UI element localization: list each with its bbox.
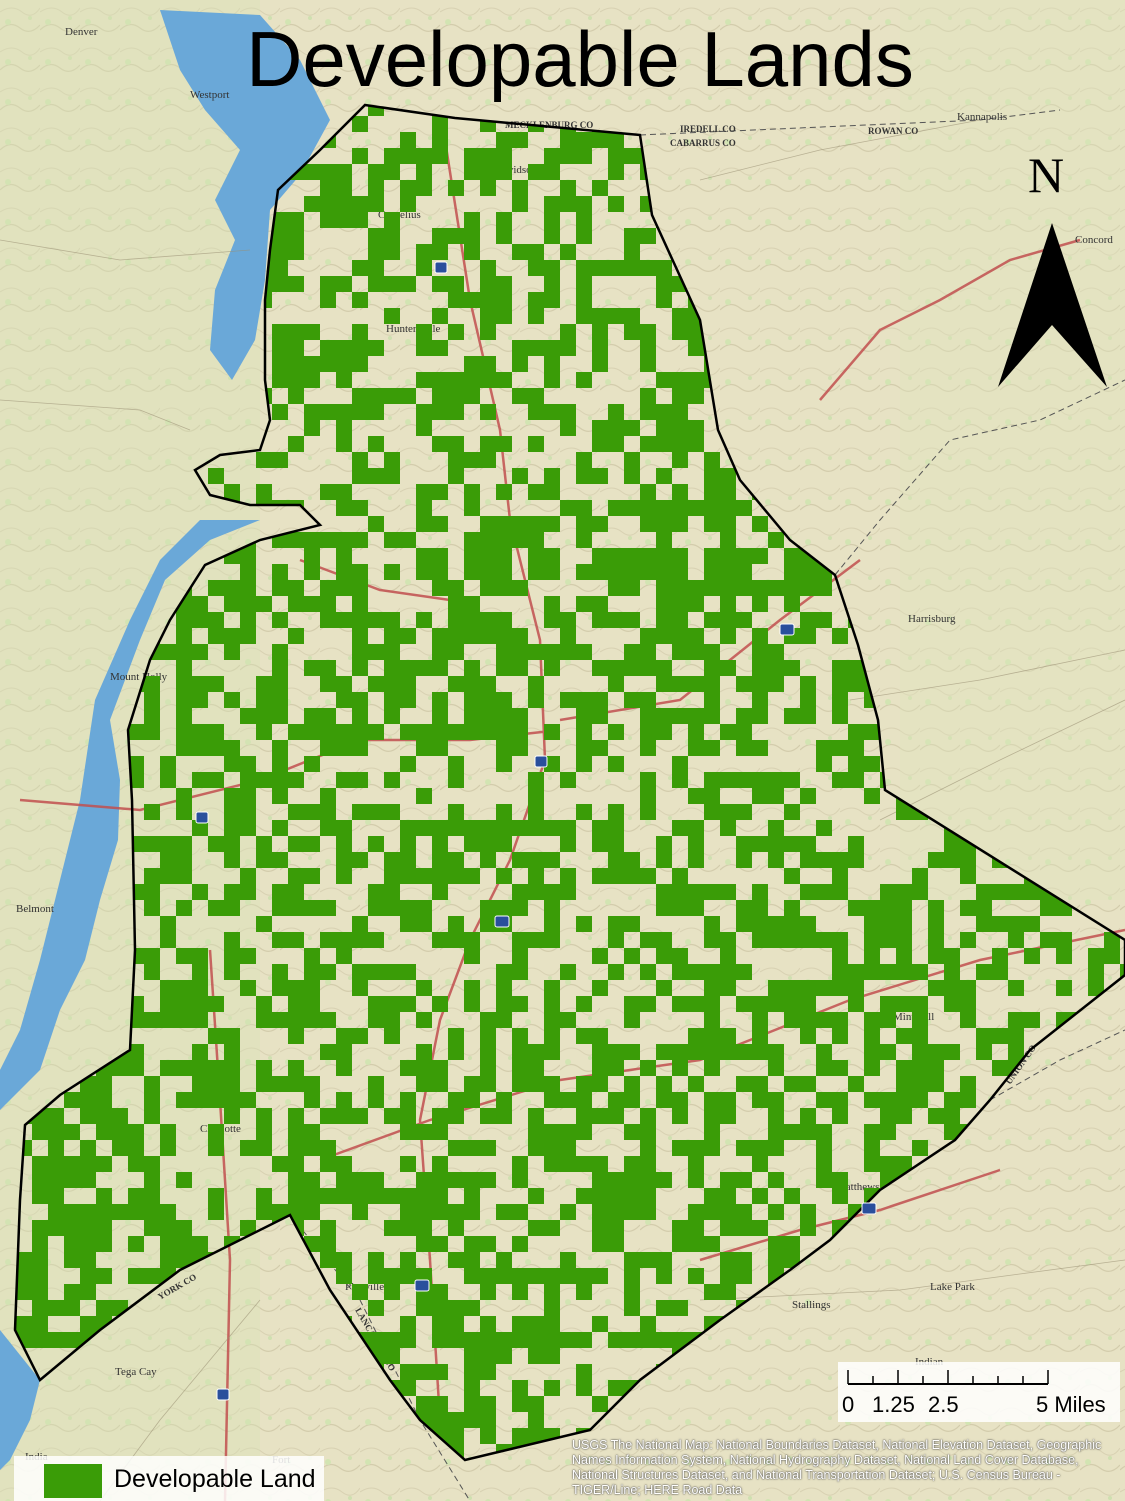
place-label: Belmont bbox=[16, 903, 54, 915]
county-label: CABARRUS CO bbox=[670, 138, 736, 148]
scale-label-0: 0 bbox=[842, 1392, 855, 1417]
scale-label-1-25: 1.25 bbox=[872, 1392, 915, 1417]
county-label: IREDELL CO bbox=[680, 124, 736, 134]
green-square-icon bbox=[44, 1464, 102, 1498]
scale-label-2-5: 2.5 bbox=[928, 1392, 959, 1417]
place-label: Harrisburg bbox=[908, 613, 956, 625]
place-label: Denver bbox=[65, 26, 98, 38]
place-label: Stallings bbox=[792, 1299, 831, 1311]
place-label: Kannapolis bbox=[957, 111, 1007, 123]
scale-label-5-miles: 5 Miles bbox=[1036, 1392, 1106, 1417]
map-title: Developable Lands bbox=[246, 15, 914, 103]
place-label: Tega Cay bbox=[115, 1366, 157, 1378]
place-label: Lake Park bbox=[930, 1281, 975, 1293]
place-label: Huntersville bbox=[386, 323, 440, 335]
north-arrow-icon bbox=[998, 223, 1107, 387]
county-label: ROWAN CO bbox=[868, 126, 918, 136]
legend: Developable Land bbox=[14, 1456, 324, 1501]
map-credits: USGS The National Map: National Boundari… bbox=[572, 1438, 1102, 1497]
scale-bar: 0 1.25 2.5 5 Miles bbox=[838, 1362, 1120, 1422]
county-label: MECKLENBURG CO bbox=[505, 120, 593, 130]
scale-bar-ruler bbox=[847, 1370, 1049, 1385]
north-arrow-letter: N bbox=[1028, 147, 1065, 203]
mecklenburg-county-boundary bbox=[13, 103, 1125, 1462]
place-label: Westport bbox=[190, 89, 229, 101]
legend-label: Developable Land bbox=[114, 1465, 316, 1493]
place-label: Concord bbox=[1075, 234, 1113, 246]
